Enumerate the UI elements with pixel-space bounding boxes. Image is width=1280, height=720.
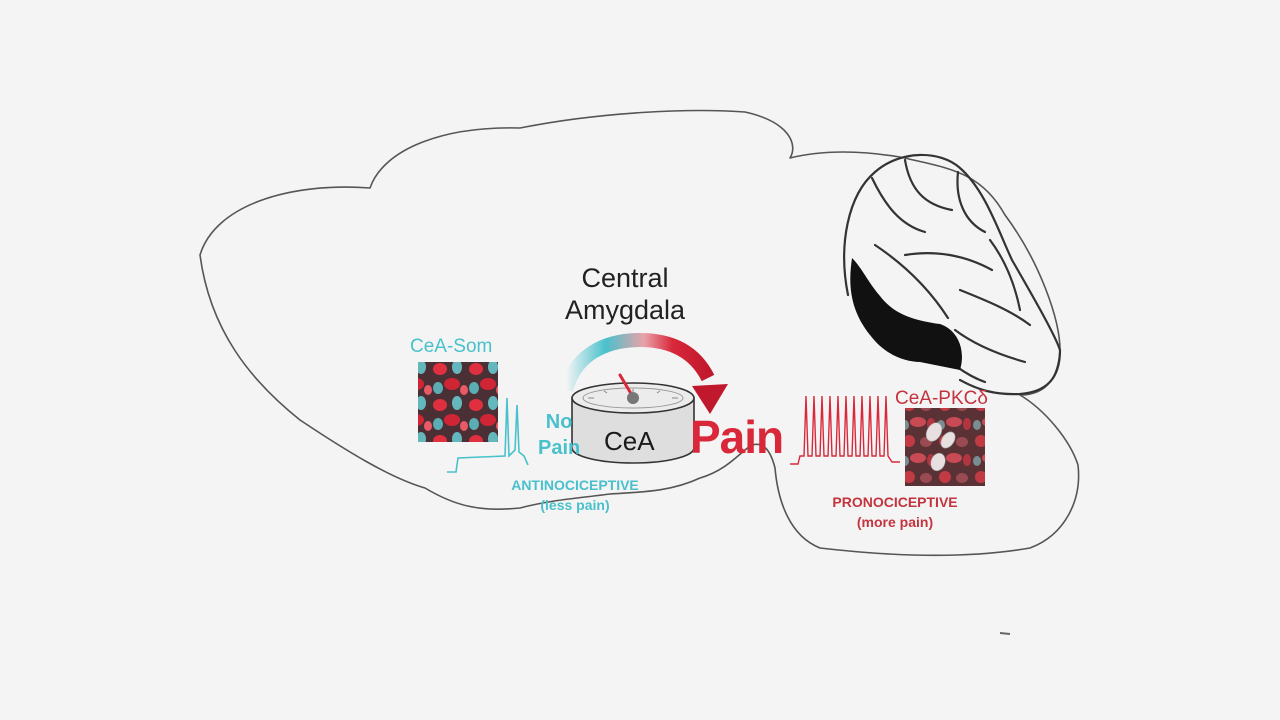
less-pain-text: (less pain) [540,497,610,513]
brainstem-region [850,258,962,370]
cea-som-micrograph [418,362,498,442]
title-line-1: Central [581,263,669,293]
background-mark [999,632,1011,635]
antinociceptive-text: ANTINOCICEPTIVE [511,477,639,493]
antinociceptive-label: ANTINOCICEPTIVE (less pain) [490,475,660,515]
no-pain-label: No Pain [538,409,580,461]
dial-pivot [627,392,639,404]
more-pain-text: (more pain) [856,514,934,530]
pronociceptive-label: PRONOCICEPTIVE (more pain) [815,492,975,532]
dial-arc [559,332,715,393]
pkcd-neuron-cells [925,422,956,472]
title-line-2: Amygdala [564,295,686,325]
cerebellum [843,153,1062,396]
cea-label: CeA [604,426,655,456]
cea-som-label: CeA-Som [410,336,493,357]
no-pain-line-2: Pain [538,437,581,459]
cea-pkcd-label: CeA-PKCδ [895,388,988,409]
cea-som-trace [447,397,529,473]
pronociceptive-text: PRONOCICEPTIVE [832,494,958,510]
cea-pkcd-trace [790,395,900,465]
brain-outline [199,109,1080,557]
no-pain-line-1: No [545,411,573,433]
pain-label: Pain [690,411,784,463]
diagram-title: Central Amygdala [560,262,690,326]
dial-arrowhead [692,384,728,414]
